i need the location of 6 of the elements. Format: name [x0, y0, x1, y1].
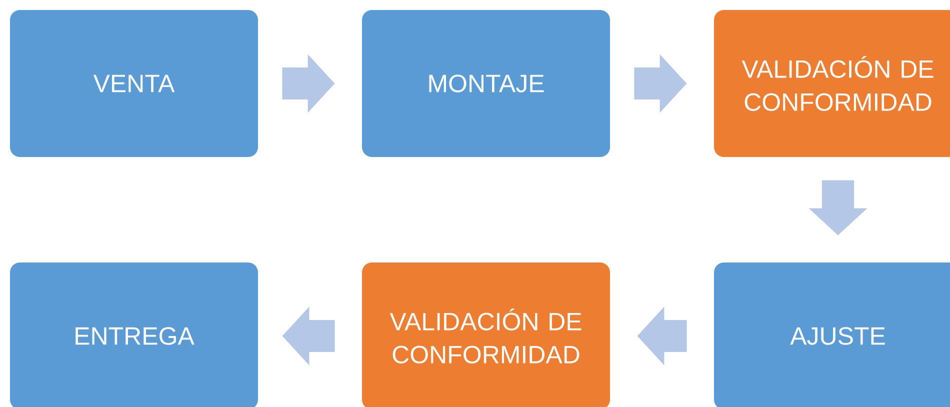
process-box: MONTAJE — [362, 10, 610, 157]
process-box: VALIDACIÓN DE CONFORMIDAD — [362, 262, 610, 407]
process-box: AJUSTE — [714, 262, 950, 407]
process-box: VALIDACIÓN DE CONFORMIDAD — [714, 10, 950, 157]
process-box: VENTA — [10, 10, 258, 157]
process-box: ENTREGA — [10, 262, 258, 407]
